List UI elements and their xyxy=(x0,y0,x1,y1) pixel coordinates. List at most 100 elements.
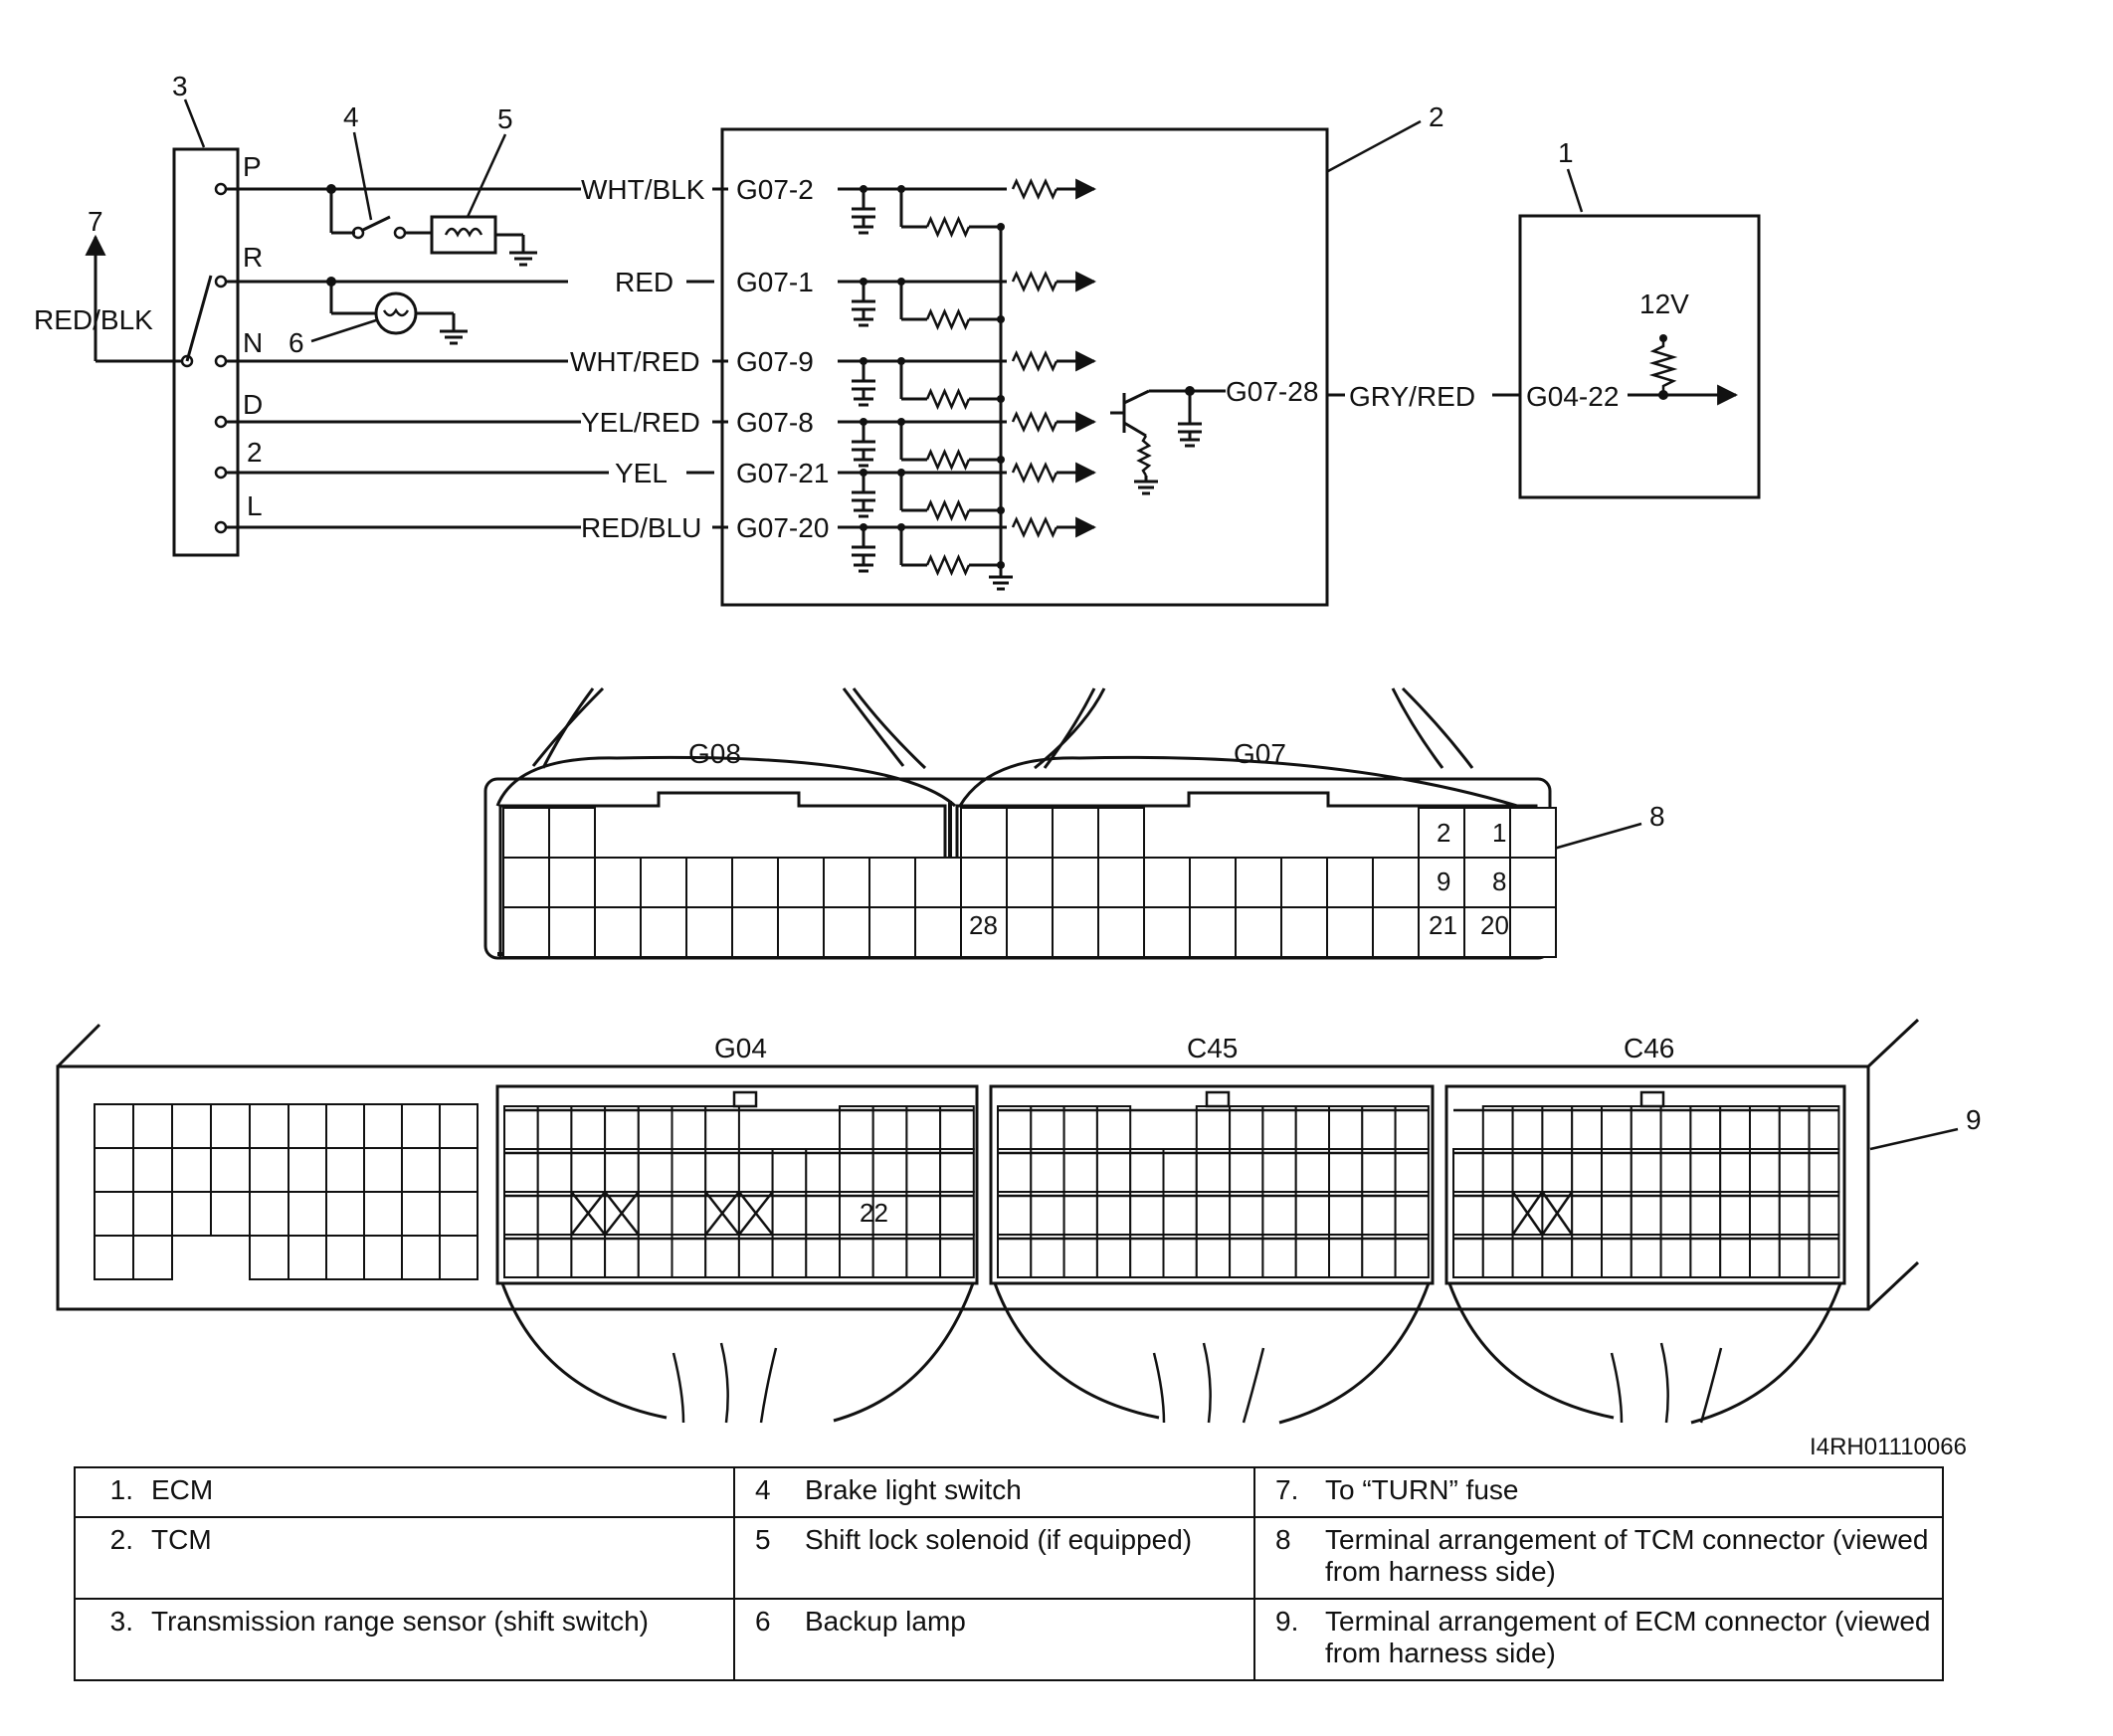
ecm-terminal-cell xyxy=(1095,1105,1132,1150)
ecm-terminal-cell xyxy=(905,1148,942,1193)
resistor xyxy=(925,387,971,411)
tcm-terminal-cell xyxy=(1372,906,1420,958)
ecm-terminal-cell xyxy=(1719,1105,1751,1150)
tcm-terminal-2: G07-1 xyxy=(736,267,814,297)
ecm-terminal-cell xyxy=(288,1235,327,1280)
ecm-terminal-cell xyxy=(1541,1148,1574,1193)
ecm-terminal-cell xyxy=(503,1234,539,1278)
tcm-terminal-cell xyxy=(960,857,1008,908)
resistor xyxy=(1011,349,1058,373)
ecm-terminal-cell xyxy=(249,1191,289,1237)
tcm-pin-9: 9 xyxy=(1437,867,1450,896)
ecm-terminal-cell xyxy=(1630,1105,1662,1150)
ecm-terminal-cell xyxy=(1394,1148,1430,1193)
sensor-pos-r: R xyxy=(243,242,263,273)
tcm-terminal-cell xyxy=(1463,807,1511,859)
callout-8: 8 xyxy=(1649,801,1665,832)
tcm-terminal-cell xyxy=(1097,807,1145,859)
sensor-terminal-pin xyxy=(214,466,228,480)
ecm-terminal-cell xyxy=(1719,1191,1751,1236)
ecm-terminal-cell xyxy=(1129,1148,1165,1193)
ecm-terminal-cell xyxy=(439,1191,479,1237)
tcm-terminal-cell xyxy=(1097,857,1145,908)
tcm-terminal-cell xyxy=(1326,857,1374,908)
tcm-terminal-cell xyxy=(777,906,825,958)
tcm-terminal-cell xyxy=(685,857,733,908)
ecm-terminal-cell xyxy=(1601,1234,1633,1278)
ecm-terminal-cell xyxy=(1294,1105,1330,1150)
tcm-half-g08: G08 xyxy=(688,738,741,769)
tcm-terminal-cell xyxy=(1189,857,1237,908)
ecm-terminal-cell xyxy=(704,1234,740,1278)
ecm-terminal-cell xyxy=(1095,1234,1132,1278)
ecm-group-g04: G04 xyxy=(714,1033,767,1063)
ecm-terminal-cell xyxy=(1162,1148,1198,1193)
ecm-terminal-cell xyxy=(503,1105,539,1150)
sensor-pos-n: N xyxy=(243,327,263,358)
ecm-terminal-cell xyxy=(210,1103,251,1149)
ecm-terminal-cell xyxy=(536,1105,573,1150)
tcm-terminal-cell xyxy=(1326,906,1374,958)
ecm-terminal-cell xyxy=(637,1105,673,1150)
ecm-terminal-cell xyxy=(401,1191,441,1237)
tcm-terminal-cell xyxy=(731,857,779,908)
ecm-terminal-cell xyxy=(1808,1105,1840,1150)
tcm-terminal-cell xyxy=(1143,906,1191,958)
ecm-terminal-cell xyxy=(536,1191,573,1236)
ecm-terminal-cell xyxy=(604,1148,640,1193)
ecm-terminal-cell xyxy=(325,1191,365,1237)
ecm-terminal-cell xyxy=(939,1191,975,1236)
ecm-terminal-cell xyxy=(1808,1191,1840,1236)
ecm-terminal-cell xyxy=(503,1191,539,1236)
ecm-terminal-cell xyxy=(401,1103,441,1149)
resistor xyxy=(1011,515,1058,539)
ecm-pin-22: 22 xyxy=(860,1198,888,1228)
ecm-terminal-cell xyxy=(1749,1234,1781,1278)
ecm-box xyxy=(1518,214,1761,499)
tcm-terminal-cell xyxy=(502,857,550,908)
tcm-box xyxy=(720,127,1329,607)
ecm-terminal-cell xyxy=(249,1235,289,1280)
blocked-cell-mark xyxy=(1541,1191,1574,1236)
ecm-terminal-cell xyxy=(604,1234,640,1278)
blocked-cell-mark xyxy=(1511,1191,1544,1236)
tcm-terminal-cell xyxy=(960,807,1008,859)
ecm-terminal-cell xyxy=(1361,1234,1397,1278)
resistor xyxy=(925,553,971,577)
figure-id: I4RH01110066 xyxy=(1810,1434,1967,1460)
tcm-terminal-3: G07-9 xyxy=(736,346,814,377)
legend-num: 4 xyxy=(755,1474,771,1505)
callout-2: 2 xyxy=(1429,101,1444,132)
ecm-terminal-cell xyxy=(1062,1234,1098,1278)
harness-wires xyxy=(226,187,728,529)
tcm-terminal-cell xyxy=(1097,906,1145,958)
ecm-terminal-cell xyxy=(1511,1105,1544,1150)
tcm-terminal-cell xyxy=(914,857,962,908)
sensor-terminal-pin xyxy=(214,520,228,534)
wire-color-4: YEL/RED xyxy=(581,407,700,438)
tcm-terminal-cell xyxy=(548,906,596,958)
resistor xyxy=(925,215,971,239)
ecm-terminal-cell xyxy=(1749,1191,1781,1236)
tcm-terminal-cell xyxy=(1463,906,1511,958)
ecm-terminal-cell xyxy=(1689,1105,1722,1150)
wire-color-6: RED/BLU xyxy=(581,512,701,543)
ecm-terminal-cell xyxy=(1511,1234,1544,1278)
callout-5: 5 xyxy=(497,103,513,134)
blocked-cell-mark xyxy=(570,1191,607,1236)
ecm-terminal-cell xyxy=(1261,1105,1297,1150)
resistor xyxy=(1011,177,1058,201)
tcm-terminal-cell xyxy=(1235,857,1282,908)
resistor xyxy=(925,498,971,522)
tcm-terminal-cell xyxy=(1006,906,1054,958)
ecm-terminal-cell xyxy=(1030,1234,1065,1278)
ecm-terminal-cell xyxy=(1162,1191,1198,1236)
ecm-terminal-cell xyxy=(1719,1234,1751,1278)
ecm-terminal-cell xyxy=(210,1147,251,1193)
ecm-terminal-cell xyxy=(94,1103,134,1149)
ecm-terminal-cell xyxy=(1452,1191,1484,1236)
ecm-pullup-resistor xyxy=(1628,334,1739,406)
ecm-terminal-cell xyxy=(1229,1148,1264,1193)
legend-num: 5 xyxy=(755,1524,771,1555)
